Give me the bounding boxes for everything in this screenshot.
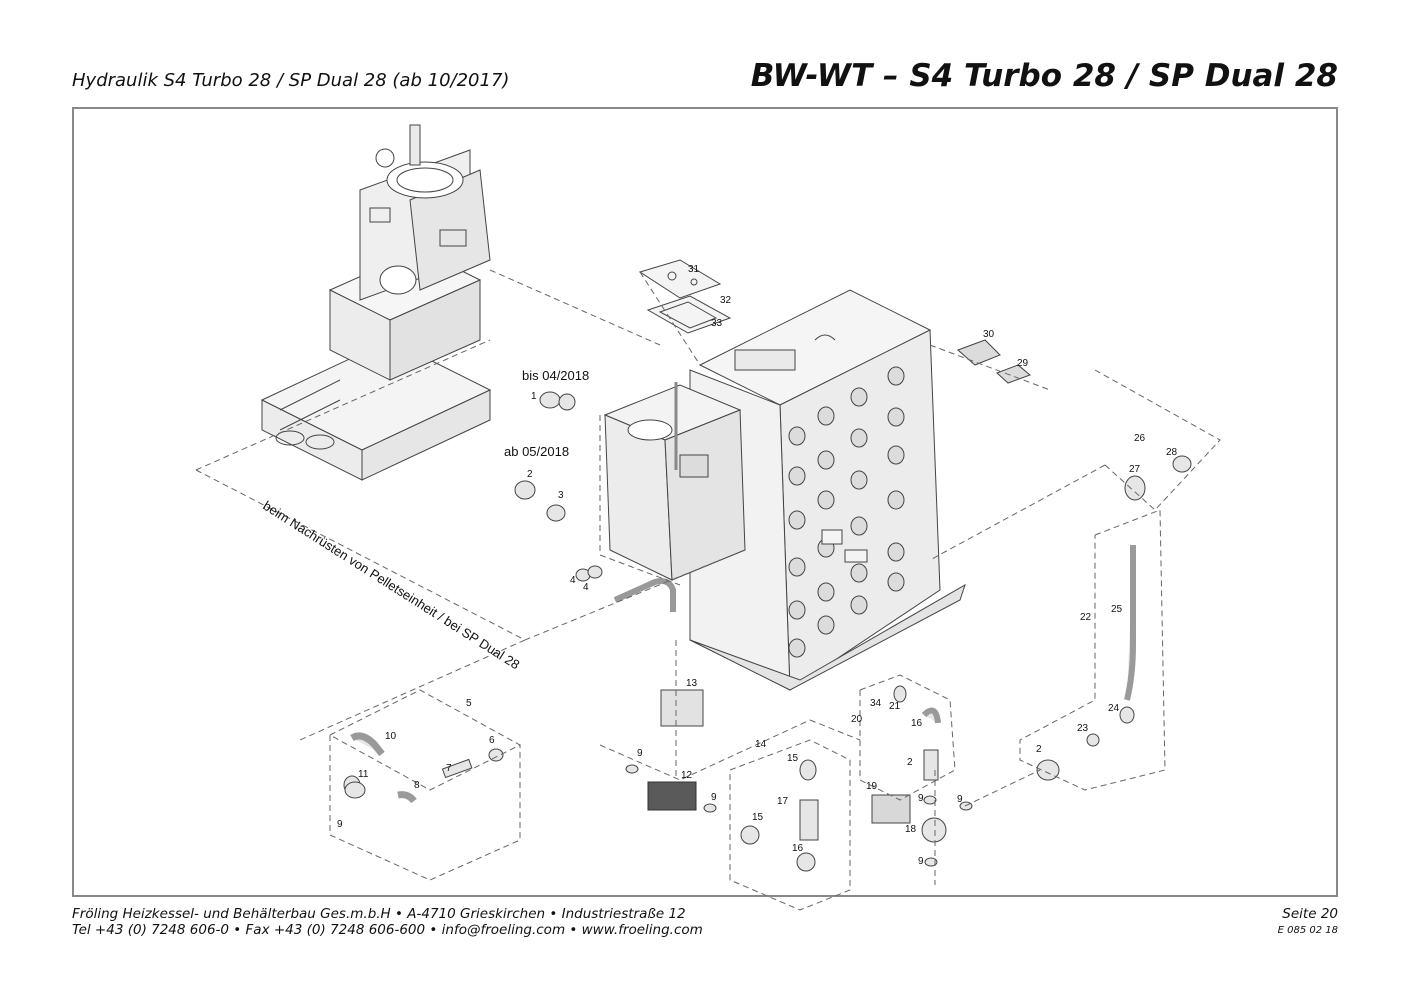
part-label: 9 <box>637 748 643 759</box>
part-label: 20 <box>851 714 863 725</box>
part-label: 34 <box>870 698 882 709</box>
part-label: 23 <box>1077 723 1089 734</box>
part-label: 17 <box>777 796 789 807</box>
part-label: 30 <box>983 329 995 340</box>
explosion-lines <box>195 269 1221 911</box>
footer-company: Fröling Heizkessel- und Behälterbau Ges.… <box>72 906 686 922</box>
part-label: 13 <box>686 678 698 689</box>
part-label: 7 <box>446 763 452 774</box>
part-label: 9 <box>711 792 717 803</box>
part-label: 27 <box>1129 464 1141 475</box>
part-label: 9 <box>918 793 924 804</box>
burner-housing <box>603 382 746 612</box>
document-number: E 085 02 18 <box>1277 925 1338 936</box>
part-label: 26 <box>1134 433 1146 444</box>
part-label: 29 <box>1017 358 1029 369</box>
part-label: 28 <box>1166 447 1178 458</box>
variant-note-new: ab 05/2018 <box>504 444 569 459</box>
part-label: 6 <box>489 735 495 746</box>
part-label: 15 <box>752 812 764 823</box>
part-label: 33 <box>711 318 723 329</box>
part-label: 5 <box>466 698 472 709</box>
part-label: 25 <box>1111 604 1123 615</box>
part-label: 19 <box>866 781 878 792</box>
variant-note-old: bis 04/2018 <box>522 368 589 383</box>
part-label: 10 <box>385 731 397 742</box>
part-label: 2 <box>907 757 913 768</box>
part-label: 4 <box>570 575 576 586</box>
retrofit-note: beim Nachrüsten von Pelletseinheit / bei… <box>260 498 522 672</box>
part-label: 24 <box>1108 703 1120 714</box>
part-label: 22 <box>1080 612 1092 623</box>
part-label: 2 <box>1036 744 1042 755</box>
part-label: 1 <box>531 391 537 402</box>
part-number-labels: 1 2 3 4 4 5 6 7 8 9 9 9 9 9 9 10 11 12 1… <box>337 264 1178 867</box>
part-label: 8 <box>414 780 420 791</box>
diagram-subtitle: Hydraulik S4 Turbo 28 / SP Dual 28 (ab 1… <box>72 70 510 91</box>
part-label: 9 <box>337 819 343 830</box>
hydraulic-fittings <box>343 391 1192 872</box>
part-label: 12 <box>681 770 693 781</box>
page-number: Seite 20 <box>1282 906 1338 922</box>
part-label: 14 <box>755 739 767 750</box>
drawing-frame <box>72 107 1338 897</box>
part-label: 4 <box>583 582 589 593</box>
part-label: 11 <box>358 769 369 780</box>
part-label: 16 <box>911 718 923 729</box>
part-label: 21 <box>889 701 901 712</box>
exchanger-openings <box>788 366 905 658</box>
diagram-title: BW-WT – S4 Turbo 28 / SP Dual 28 <box>750 58 1338 94</box>
part-label: 32 <box>720 295 732 306</box>
part-label: 9 <box>918 856 924 867</box>
part-label: 18 <box>905 824 917 835</box>
control-boards <box>957 339 1031 384</box>
part-label: 31 <box>688 264 700 275</box>
part-label: 3 <box>558 490 564 501</box>
part-label: 9 <box>957 794 963 805</box>
footer-contact: Tel +43 (0) 7248 606-0 • Fax +43 (0) 724… <box>72 922 703 938</box>
part-label: 2 <box>527 469 533 480</box>
part-label: 16 <box>792 843 804 854</box>
part-label: 15 <box>787 753 799 764</box>
pellet-unit-assembly <box>260 124 492 481</box>
